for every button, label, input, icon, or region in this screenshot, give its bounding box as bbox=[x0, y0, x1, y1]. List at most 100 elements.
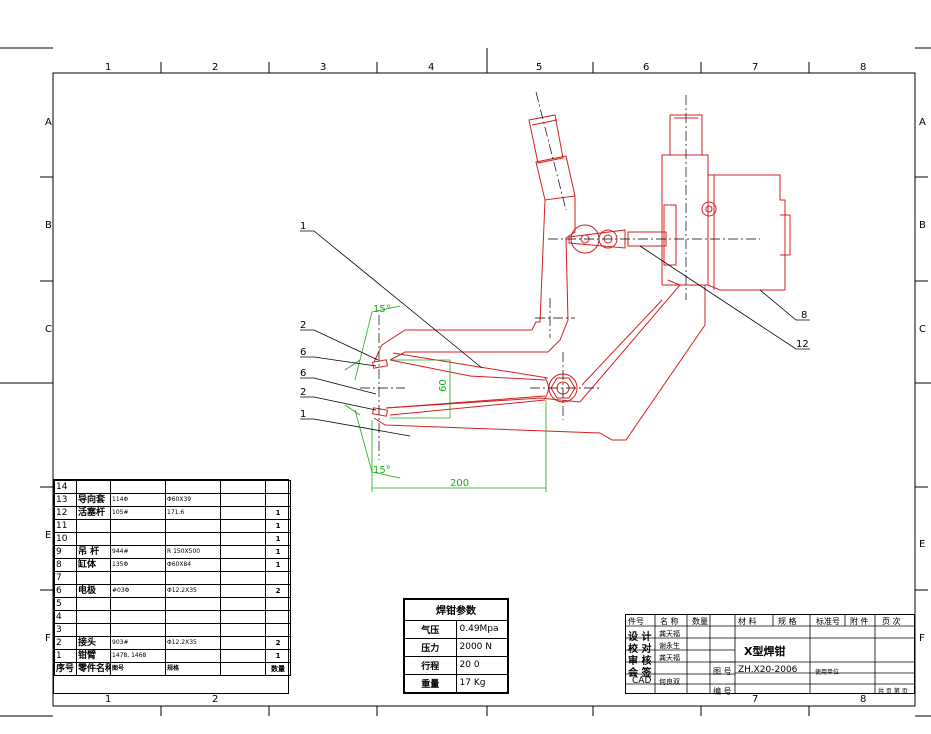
grid-row-c-left: C bbox=[45, 324, 52, 335]
bom-cell-name bbox=[76, 623, 111, 637]
bom-cell-qty: 2 bbox=[265, 584, 291, 598]
clevis-link bbox=[568, 229, 626, 249]
tb-header-spec: 规 格 bbox=[778, 617, 797, 626]
grid-row-f-left: F bbox=[45, 633, 51, 644]
bom-cell-spec: 171.6 bbox=[165, 506, 221, 520]
bom-cell-spec: Φ12.2X35 bbox=[165, 636, 221, 650]
bom-cell-code bbox=[110, 610, 166, 624]
bom-cell-name bbox=[76, 519, 111, 533]
grid-row-a-right: A bbox=[919, 117, 926, 128]
bom-cell-qty bbox=[265, 571, 291, 585]
title-block: 件号 名 称 数量 材 料 规 格 标准号 附 件 页 次 设 计 校 对 审 … bbox=[625, 614, 915, 696]
center-lines bbox=[360, 91, 760, 460]
bom-cell-code: #03Φ bbox=[110, 584, 166, 598]
bom-cell-code bbox=[110, 597, 166, 611]
bom-cell-code: 105# bbox=[110, 506, 166, 520]
leader-label-2-top: 2 bbox=[300, 320, 306, 331]
bom-cell-no: 5 bbox=[54, 597, 77, 611]
dim-height: 60 bbox=[438, 379, 449, 392]
bom-cell-spec: Φ60X84 bbox=[165, 558, 221, 572]
tb-role-check: 校 对 bbox=[628, 644, 652, 655]
bom-cell-name bbox=[76, 532, 111, 546]
grid-col-7-bottom: 7 bbox=[752, 694, 759, 705]
lower-electrode-tip bbox=[372, 407, 388, 417]
grid-col-2-bottom: 2 bbox=[212, 694, 219, 705]
bom-cell-blank bbox=[220, 662, 266, 676]
bom-cell-qty bbox=[265, 493, 291, 507]
bom-cell-spec bbox=[165, 610, 221, 624]
param-value: 20 0 bbox=[455, 655, 508, 675]
leader-label-2-bottom: 2 bbox=[300, 387, 306, 398]
bom-cell-code: 1478, 1468 bbox=[110, 649, 166, 663]
bom-cell-code: 944# bbox=[110, 545, 166, 559]
bom-cell-blank bbox=[220, 649, 266, 663]
drawing-no: ZH.X20-2006 bbox=[738, 665, 798, 675]
grid-row-f-right: F bbox=[919, 633, 925, 644]
bom-cell-no: 12 bbox=[54, 506, 77, 520]
bom-cell-name: 吊 杆 bbox=[76, 545, 111, 559]
leader-label-8: 8 bbox=[801, 310, 807, 321]
bom-cell-name: 零件名称 bbox=[76, 662, 111, 676]
bom-cell-no: 11 bbox=[54, 519, 77, 533]
param-value: 2000 N bbox=[455, 637, 508, 657]
bom-cell-spec bbox=[165, 623, 221, 637]
tb-header-name: 名 称 bbox=[660, 617, 679, 626]
title-block-lines bbox=[625, 614, 915, 694]
serial-label: 编 号 bbox=[713, 687, 732, 696]
param-value: 0.49Mpa bbox=[455, 619, 508, 639]
grid-row-c-right: C bbox=[919, 324, 926, 335]
bom-cell-code: 114Φ bbox=[110, 493, 166, 507]
bom-cell-spec bbox=[165, 571, 221, 585]
drawing-no-label: 图 号 bbox=[713, 667, 732, 676]
bom-row: 4 bbox=[54, 610, 291, 624]
bom-cell-qty: 1 bbox=[265, 558, 291, 572]
grid-col-7: 7 bbox=[752, 62, 759, 73]
bom-cell-blank bbox=[220, 493, 266, 507]
bom-cell-blank bbox=[220, 571, 266, 585]
bom-row: 14 bbox=[54, 480, 291, 494]
tb-header-standard: 标准号 bbox=[816, 617, 840, 626]
upper-arm-outer bbox=[373, 199, 546, 363]
bom-cell-spec: 规格 bbox=[165, 662, 221, 676]
bom-cell-no: 8 bbox=[54, 558, 77, 572]
bom-cell-code bbox=[110, 519, 166, 533]
grid-col-1-bottom: 1 bbox=[105, 694, 112, 705]
bom-cell-name: 缸体 bbox=[76, 558, 111, 572]
bom-cell-qty: 1 bbox=[265, 545, 291, 559]
bom-cell-qty: 1 bbox=[265, 506, 291, 520]
bom-cell-spec bbox=[165, 532, 221, 546]
grid-col-4: 4 bbox=[428, 62, 435, 73]
bom-cell-code bbox=[110, 571, 166, 585]
sheet-count: 共 页 第 页 bbox=[878, 688, 908, 695]
tb-name-check: 谢永生 bbox=[659, 642, 680, 650]
grid-row-b-right: B bbox=[919, 220, 926, 231]
leader-label-12: 12 bbox=[796, 339, 809, 350]
bom-cell-name bbox=[76, 571, 111, 585]
grid-row-a-left: A bbox=[45, 117, 52, 128]
bom-cell-name: 钳臂 bbox=[76, 649, 111, 663]
bom-row: 5 bbox=[54, 597, 291, 611]
grid-col-8: 8 bbox=[860, 62, 867, 73]
bom-cell-no: 10 bbox=[54, 532, 77, 546]
upper-tube bbox=[528, 114, 564, 164]
bom-cell-name bbox=[76, 597, 111, 611]
bom-cell-no: 序号 bbox=[54, 662, 77, 676]
bom-cell-qty bbox=[265, 480, 291, 494]
bom-cell-blank bbox=[220, 532, 266, 546]
param-name: 行程 bbox=[404, 655, 457, 675]
leader-label-1-top: 1 bbox=[300, 221, 306, 232]
tb-header-qty: 数量 bbox=[692, 617, 708, 626]
bom-cell-blank bbox=[220, 584, 266, 598]
bom-cell-qty: 1 bbox=[265, 519, 291, 533]
tb-header-page: 页 次 bbox=[882, 617, 901, 626]
bom-cell-name: 接头 bbox=[76, 636, 111, 650]
